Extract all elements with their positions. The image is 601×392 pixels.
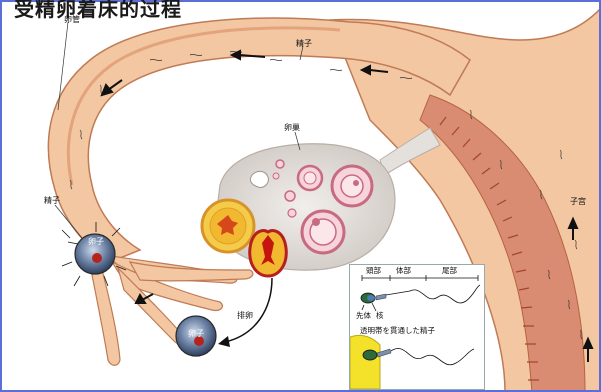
label-ovulation: 排卵: [237, 312, 253, 320]
label-fertilized: 卵子: [188, 330, 204, 338]
label-ovary: 卵巢: [284, 124, 300, 132]
diagram-title: 受精卵着床的过程: [14, 0, 182, 22]
label-sperm-left: 精子: [44, 197, 60, 205]
label-sperm-top: 精子: [296, 40, 312, 48]
label-uterus: 子宫: [570, 198, 586, 206]
inset-nucleus-label: 核: [376, 312, 384, 320]
label-oviduct: 卵管: [64, 16, 80, 24]
ovulating-follicle: [250, 231, 287, 276]
inset-acrosome-label: 先体: [356, 312, 371, 320]
inset-head-label: 頭部: [366, 267, 381, 275]
label-egg: 卵子: [88, 238, 104, 246]
inset-body-label: 体部: [396, 267, 411, 275]
inset-tail-label: 尾部: [442, 267, 457, 275]
inset-caption: 透明帯を貫通した精子: [360, 327, 435, 335]
sperm-structure-inset: 頭部 体部 尾部 先体 核 透明帯を貫通した精子: [349, 264, 485, 390]
corpus-luteum: [202, 200, 254, 252]
